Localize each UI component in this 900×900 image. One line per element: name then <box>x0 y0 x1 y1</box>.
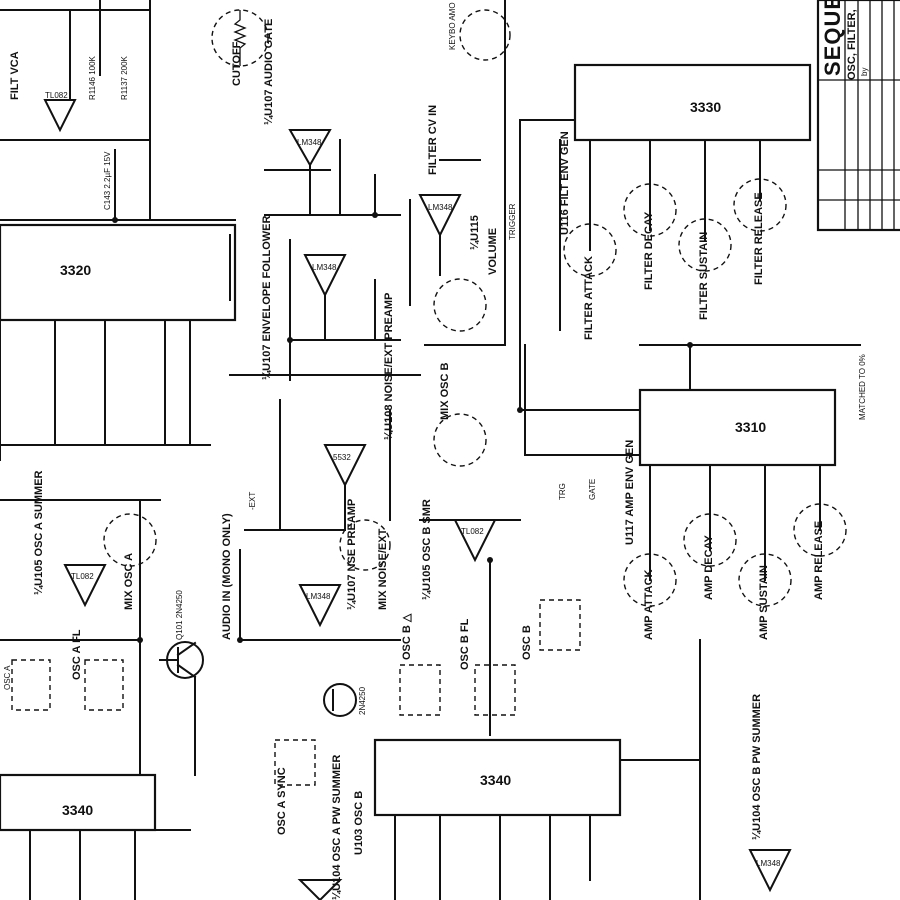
title-text: SEQUEN <box>820 0 845 76</box>
filt-vca-label: FILT VCA <box>9 51 21 100</box>
r1146-label: R1146 100K <box>88 55 97 100</box>
ext-label: -EXT <box>248 492 257 510</box>
subtitle-text: OSC, FILTER, <box>846 9 858 80</box>
filter-release-label[interactable]: FILTER RELEASE <box>753 192 765 285</box>
keyboard-label: KEYBO AMO <box>448 2 457 50</box>
amp-decay-label[interactable]: AMP DECAY <box>703 535 715 600</box>
junction-dots <box>112 212 693 643</box>
osc-a-label: OSC A <box>3 665 12 690</box>
audio-gate-block: LM348 ¼U107 AUDIO GATE <box>263 19 401 216</box>
filter-attack-label[interactable]: FILTER ATTACK <box>583 256 595 340</box>
osc-a-summer-block: TL082 MIX OSC A ¼U105 OSC A SUMMER <box>0 470 161 781</box>
chip-3310-label: 3310 <box>735 419 766 435</box>
switch-osc-a-fl[interactable] <box>84 659 124 711</box>
u104-osc-a-label: ¼U104 OSC A PW SUMMER <box>331 755 343 900</box>
u107-noise-label: ¼U107 NSE PREAMP <box>346 499 358 610</box>
mix-noise-label[interactable]: MIX NOISE/EXT <box>377 528 389 610</box>
filter-vca-block: TL082 FILT VCA R1146 100K R1137 200K C14… <box>0 0 236 221</box>
chip-3330-top: 3330 U116 FILT ENV GEN TRIGGER <box>508 63 812 411</box>
chip-3320-label: 3320 <box>60 262 91 278</box>
volume-label[interactable]: VOLUME <box>487 228 499 275</box>
u115-label: ¼U115 <box>469 215 481 250</box>
u116-label: U116 FILT ENV GEN <box>559 131 571 235</box>
q101-transistor: Q101 2N4250 <box>159 590 204 776</box>
cutoff-pot-outline <box>211 9 269 67</box>
lm348-noise-label: LM348 <box>306 592 331 601</box>
chip-3310: 3310 U117 AMP ENV GEN TRG GATE MATCHED T… <box>519 344 867 581</box>
filter-cv-block: FILTER CV IN LM348 ¼U115 VOLUME <box>409 0 506 346</box>
u107-audio-gate-label: ¼U107 AUDIO GATE <box>263 19 275 125</box>
cutoff-pot-group: CUTOFF <box>211 9 269 86</box>
amp-attack-label[interactable]: AMP ATTACK <box>643 569 655 640</box>
title-row-by: by <box>860 68 869 76</box>
u117-label: U117 AMP ENV GEN <box>624 440 636 545</box>
tl082-osc-b-label: TL082 <box>461 527 484 536</box>
title-block: SEQUEN OSC, FILTER, by <box>816 0 900 232</box>
u108-label: ¼U108 NOISE/EXT PREAMP <box>383 293 395 440</box>
lm348-pw-label: LM348 <box>756 859 781 868</box>
volume-pot-outline <box>433 278 487 332</box>
osc-b-fl-label: OSC B FL <box>459 618 471 670</box>
c143-label: C143 2.2µF 15V <box>103 151 112 210</box>
x5532-label: 5532 <box>333 453 351 462</box>
trg-label: TRG <box>558 483 567 500</box>
amp-sustain-label[interactable]: AMP SUSTAIN <box>758 565 770 640</box>
osc-b-pw-summer: LM348 ¼U104 OSC B PW SUMMER <box>748 694 792 893</box>
switch-osc-b[interactable] <box>539 599 581 651</box>
osc-a-sync-label: OSC A SYNC <box>276 767 288 835</box>
matched-label: MATCHED TO 0% <box>858 354 867 420</box>
filter-cv-in-label: FILTER CV IN <box>427 105 439 175</box>
switch-osc-a-1[interactable] <box>11 659 51 711</box>
gate-label: GATE <box>588 479 597 500</box>
lm348-u115-label: LM348 <box>428 203 453 212</box>
lm348-env-label: LM348 <box>312 263 337 272</box>
audio-in-label: AUDIO IN (MONO ONLY) <box>221 513 233 640</box>
u105-osc-b-label: ¼U105 OSC B SMR <box>421 499 433 600</box>
osc-b-label: OSC B <box>521 625 533 660</box>
osc-b-mix-block: MIX OSC B TL082 ¼U105 OSC B SMR <box>419 362 521 736</box>
chip-3330-top-label: 3330 <box>690 99 721 115</box>
chip-3340: 3340 U103 OSC B <box>353 639 701 900</box>
u107-env-label: ¼U107 ENVELOPE FOLLOWER <box>261 216 273 380</box>
noise-ext-block: LM348 ¼U107 NSE PREAMP MIX NOISE/EXT AUD… <box>221 492 401 641</box>
cutoff-label[interactable]: CUTOFF <box>231 41 243 86</box>
chip-3340-label: 3340 <box>480 772 511 788</box>
u105-osc-a-label: ¼U105 OSC A SUMMER <box>33 470 45 595</box>
filter-env-pots: FILTER ATTACK FILTER DECAY FILTER SUSTAI… <box>563 178 787 340</box>
q101-label: Q101 2N4250 <box>175 590 184 640</box>
osc-a-fl-label: OSC A FL <box>71 629 83 680</box>
osc-b-tri-label: OSC B △ <box>401 613 413 660</box>
mix-osc-a-label[interactable]: MIX OSC A <box>123 553 135 610</box>
envelope-follower-block: LM348 ¼U107 ENVELOPE FOLLOWER <box>229 216 421 381</box>
q102-label: 2N4250 <box>358 686 367 715</box>
switch-group: OSC A OSC A FL OSC A SYNC OSC B △ OSC B … <box>3 599 581 835</box>
keyboard-amount-pot: KEYBO AMO <box>448 2 511 61</box>
noise-preamp-block: 5532 ¼U108 NOISE/EXT PREAMP <box>244 293 395 531</box>
tl082-vca-opamp <box>43 99 77 133</box>
switch-osc-b-fl[interactable] <box>474 664 516 716</box>
chip-3320: 3320 <box>0 223 237 461</box>
q102-transistor: 2N4250 <box>323 683 367 717</box>
mix-osc-b-label[interactable]: MIX OSC B <box>439 362 451 420</box>
chip-3340-left-label: 3340 <box>62 802 93 818</box>
filter-decay-label[interactable]: FILTER DECAY <box>643 211 655 290</box>
switch-osc-a-sync[interactable] <box>274 739 316 786</box>
amp-env-pots: AMP ATTACK AMP DECAY AMP SUSTAIN AMP REL… <box>623 503 847 640</box>
u103-osc-b-label: U103 OSC B <box>353 791 365 855</box>
tl082-vca-label: TL082 <box>45 91 68 100</box>
amp-release-label[interactable]: AMP RELEASE <box>813 521 825 600</box>
tl082-osc-a-label: TL082 <box>71 572 94 581</box>
lm348-gate-label: LM348 <box>297 138 322 147</box>
switch-osc-b-tri[interactable] <box>399 664 441 716</box>
osc-a-pw-summer: ¼U104 OSC A PW SUMMER <box>297 755 343 900</box>
u104-osc-b-label: ¼U104 OSC B PW SUMMER <box>751 694 763 840</box>
filter-sustain-label[interactable]: FILTER SUSTAIN <box>698 232 710 320</box>
trigger-label: TRIGGER <box>508 203 517 240</box>
chip-3340-left: 3340 <box>0 773 191 900</box>
r1137-label: R1137 200K <box>120 55 129 100</box>
